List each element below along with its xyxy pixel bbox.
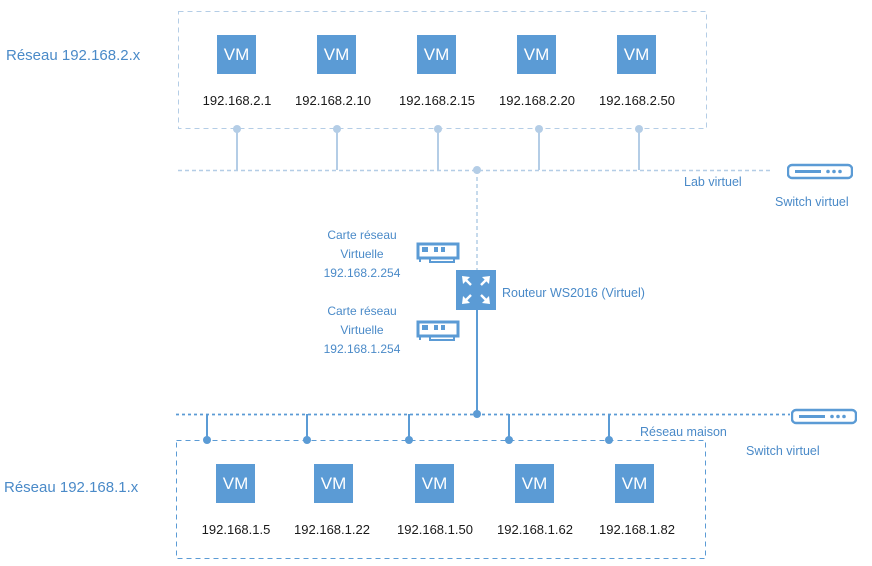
top-switch-label: Switch virtuel [775,195,849,209]
bottom-segment-label: Réseau maison [640,425,727,439]
bottom-vm-4-ip: 192.168.1.62 [497,522,573,537]
top-network-label: Réseau 192.168.2.x [6,47,141,64]
nic-bottom-line1: Carte réseau [327,304,397,318]
network-card-icon-bottom [416,320,460,341]
bottom-network-label: Réseau 192.168.1.x [4,479,139,496]
top-vm-1: VM [217,35,256,74]
bottom-vm-1: VM [216,464,255,503]
top-vm-1-ip: 192.168.2.1 [202,93,272,108]
top-vm-5-ip: 192.168.2.50 [599,93,675,108]
nic-top-line1: Carte réseau [327,228,397,242]
top-vm-2-ip: 192.168.2.10 [295,93,371,108]
nic-bottom-line2: Virtuelle [340,323,384,337]
network-card-icon-top [416,242,460,263]
bottom-vm-1-port [203,436,211,444]
top-vm-4: VM [517,35,556,74]
router-icon [456,270,496,310]
top-vm-1-port [233,125,241,133]
bottom-vm-3-port [405,436,413,444]
top-vm-4-ip: 192.168.2.20 [499,93,575,108]
top-vm-5: VM [617,35,656,74]
top-switch-icon [787,163,853,180]
bottom-vm-5-ip: 192.168.1.82 [599,522,675,537]
top-vm-3-port [434,125,442,133]
nic-bottom-label: Carte réseau Virtuelle 192.168.1.254 [307,302,417,359]
bottom-vm-1-ip: 192.168.1.5 [201,522,271,537]
bottom-vm-3-ip: 192.168.1.50 [397,522,473,537]
bottom-vm-4: VM [515,464,554,503]
top-vm-5-port [635,125,643,133]
top-vm-4-port [535,125,543,133]
nic-top-label: Carte réseau Virtuelle 192.168.2.254 [307,226,417,283]
nic-top-ip: 192.168.2.254 [323,266,401,280]
bottom-vm-2-ip: 192.168.1.22 [294,522,370,537]
top-vm-3-ip: 192.168.2.15 [399,93,475,108]
router-label: Routeur WS2016 (Virtuel) [502,286,645,300]
bottom-vm-5-port [605,436,613,444]
top-network-frame [178,11,707,129]
top-segment-label: Lab virtuel [684,175,742,189]
bottom-vm-2-port [303,436,311,444]
bottom-network-frame [176,440,706,559]
nic-top-line2: Virtuelle [340,247,384,261]
top-vm-3: VM [417,35,456,74]
bottom-switch-icon [791,408,857,425]
bottom-switch-label: Switch virtuel [746,444,820,458]
bottom-vm-2: VM [314,464,353,503]
router-top-port [473,166,481,174]
nic-bottom-ip: 192.168.1.254 [323,342,401,356]
top-vm-2: VM [317,35,356,74]
bottom-vm-4-port [505,436,513,444]
bottom-vm-3: VM [415,464,454,503]
top-vm-2-port [333,125,341,133]
bottom-vm-5: VM [615,464,654,503]
